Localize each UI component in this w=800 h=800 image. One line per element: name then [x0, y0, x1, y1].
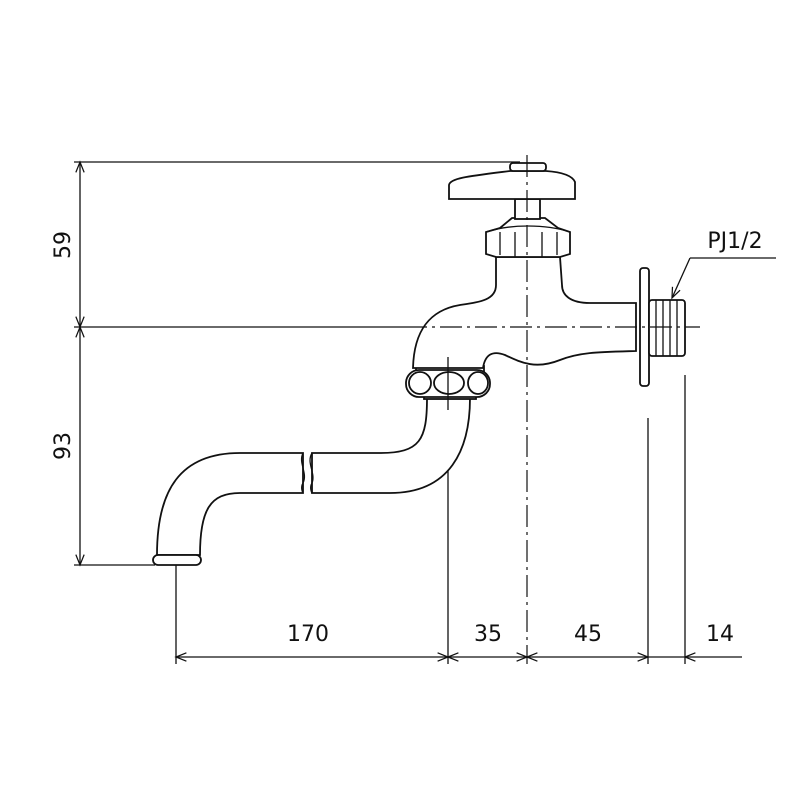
- spout-tip: [152, 554, 202, 566]
- dim-width-nut: 35: [474, 622, 502, 647]
- dim-width-body: 45: [574, 622, 602, 647]
- dim-height-bottom: 93: [51, 432, 76, 460]
- dimension-lines: [74, 160, 742, 664]
- valve-body: [412, 256, 637, 369]
- spout-pipe-left: [156, 452, 304, 556]
- handle-cap: [509, 162, 547, 172]
- faucet-body: [152, 162, 686, 566]
- dim-height-top: 59: [51, 231, 76, 259]
- handle: [448, 170, 576, 200]
- thread: [648, 299, 686, 357]
- thread-label: PJ1/2: [707, 229, 762, 254]
- dim-width-spout: 170: [287, 622, 329, 647]
- dim-width-thread: 14: [706, 622, 734, 647]
- spout-pipe: [311, 397, 471, 494]
